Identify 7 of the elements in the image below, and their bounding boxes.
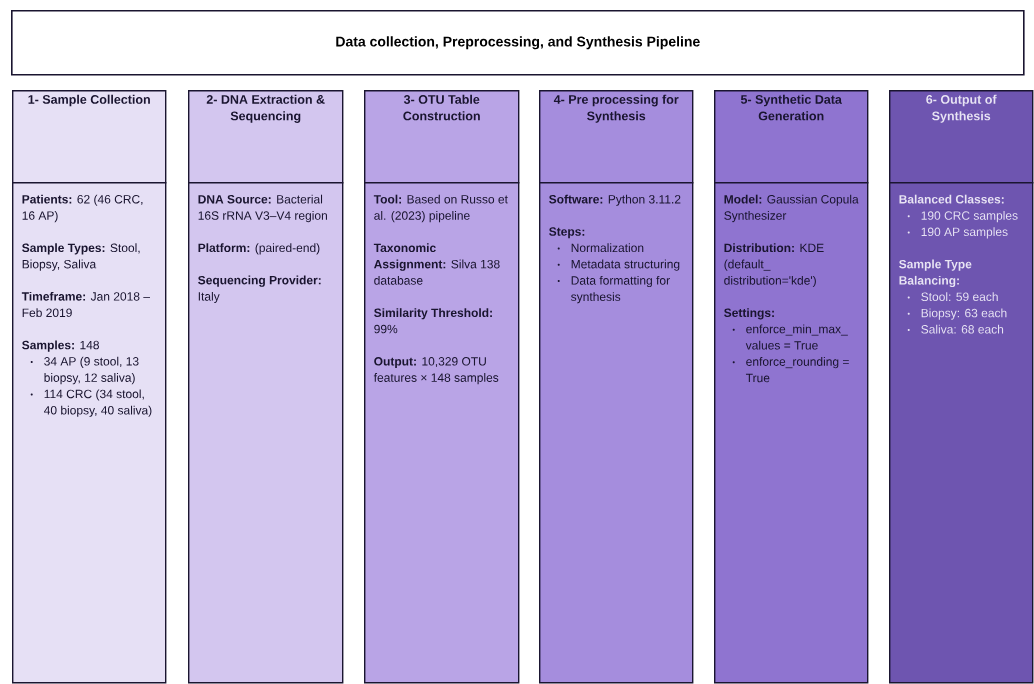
column-header: 5- Synthetic Data Generation — [714, 90, 869, 184]
column-header: 4- Pre processing for Synthesis — [539, 90, 694, 184]
column-header: 1- Sample Collection — [12, 90, 167, 184]
column-header: 6- Output of Synthesis — [889, 90, 1034, 184]
column-header: 2- DNA Extraction & Sequencing — [188, 90, 344, 184]
title-box: Data collection, Preprocessing, and Synthesis Pipeline — [11, 10, 1025, 76]
column-header: 3- OTU Table Construction — [364, 90, 520, 184]
